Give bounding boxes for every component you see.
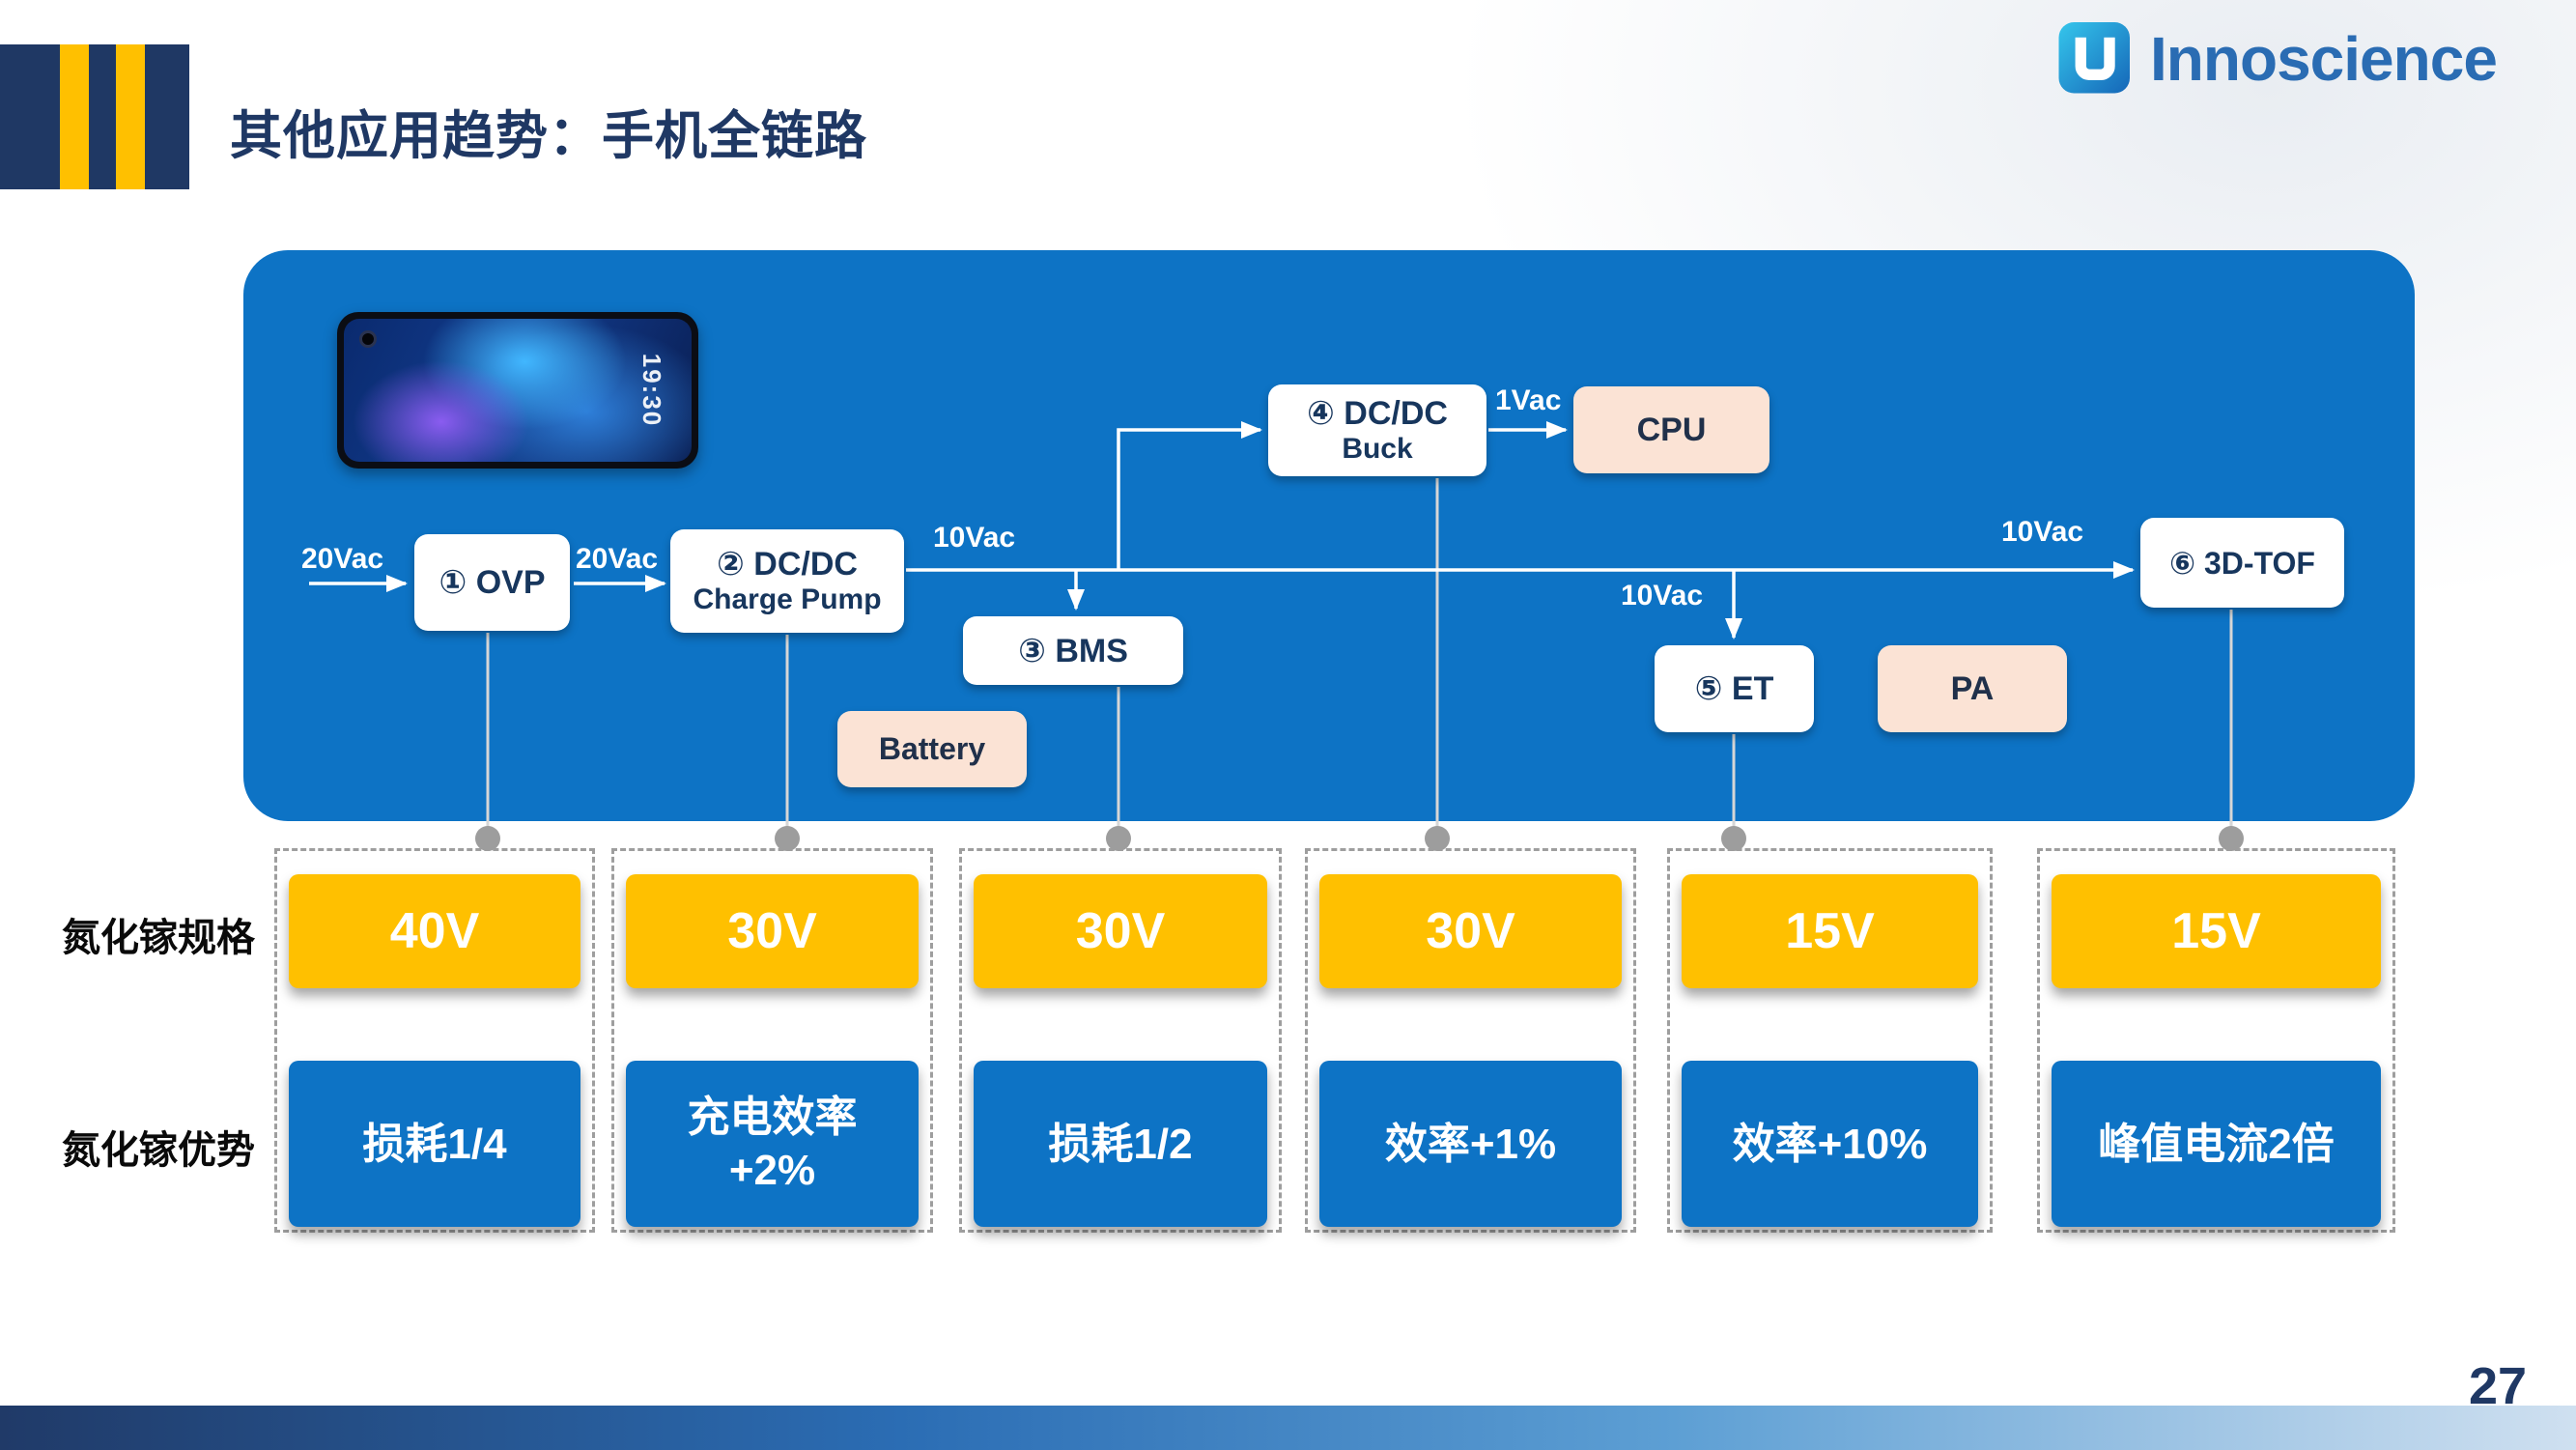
- spec-box: 30V: [1319, 874, 1622, 988]
- spec-value: 40V: [389, 903, 480, 959]
- adv-box: 效率+10%: [1682, 1061, 1978, 1227]
- ovp-node: ① OVP: [414, 534, 570, 631]
- phone-clock: 19:30: [637, 353, 666, 428]
- adv-box: 充电效率 +2%: [626, 1061, 919, 1227]
- adv-box: 峰值电流2倍: [2052, 1061, 2381, 1227]
- adv-value: 损耗1/2: [1048, 1120, 1193, 1168]
- et-label: ⑤ ET: [1694, 670, 1774, 707]
- spec-box: 15V: [2052, 874, 2381, 988]
- spec-value: 15V: [1785, 903, 1875, 959]
- adv-value: 效率+1%: [1384, 1120, 1557, 1168]
- gan-column-4: 30V 效率+1%: [1305, 848, 1636, 1233]
- spec-box: 40V: [289, 874, 580, 988]
- phone-screen: 19:30: [344, 319, 692, 462]
- logo-text: Innoscience: [2150, 23, 2498, 94]
- adv-value: 损耗1/4: [362, 1120, 507, 1168]
- spec-box: 30V: [974, 874, 1267, 988]
- flow-label-after-buck: 1Vac: [1495, 384, 1562, 416]
- adv-box: 效率+1%: [1319, 1061, 1622, 1227]
- buck-label-line1: ④ DC/DC: [1307, 394, 1448, 432]
- gan-column-3: 30V 损耗1/2: [959, 848, 1282, 1233]
- buck-label-line2: Buck: [1342, 432, 1413, 465]
- adv-box: 损耗1/2: [974, 1061, 1267, 1227]
- gan-column-6: 15V 峰值电流2倍: [2037, 848, 2395, 1233]
- bms-node: ③ BMS: [963, 616, 1183, 685]
- spec-box: 30V: [626, 874, 919, 988]
- adv-value: 峰值电流2倍: [2098, 1120, 2335, 1168]
- cpu-node: CPU: [1573, 386, 1769, 473]
- spec-value: 30V: [1075, 903, 1166, 959]
- phone-camera-icon: [359, 330, 377, 348]
- flow-label-after-ovp: 20Vac: [576, 543, 659, 575]
- flow-label-after-charge-pump: 10Vac: [933, 522, 1016, 554]
- spec-box: 15V: [1682, 874, 1978, 988]
- gan-column-1: 40V 损耗1/4: [274, 848, 595, 1233]
- cpu-label: CPU: [1636, 411, 1707, 448]
- gan-column-5: 15V 效率+10%: [1667, 848, 1993, 1233]
- adv-box: 损耗1/4: [289, 1061, 580, 1227]
- corner-stripe: [116, 44, 145, 189]
- phone-image: 19:30: [337, 312, 698, 469]
- tof-node: ⑥ 3D-TOF: [2140, 518, 2344, 608]
- spec-value: 30V: [1426, 903, 1515, 959]
- charge-pump-label-line2: Charge Pump: [693, 583, 882, 615]
- adv-value: 充电效率 +2%: [687, 1094, 858, 1194]
- tof-label: ⑥ 3D-TOF: [2169, 545, 2315, 581]
- corner-accent-block: [0, 44, 189, 189]
- row-label-gan-advantage: 氮化镓优势: [62, 1129, 255, 1172]
- row-label-gan-spec: 氮化镓规格: [62, 917, 255, 959]
- innoscience-logo: Innoscience: [2055, 15, 2498, 101]
- spec-value: 30V: [727, 903, 817, 959]
- adv-value: 效率+10%: [1732, 1120, 1928, 1168]
- pa-label: PA: [1950, 669, 1995, 707]
- flow-label-to-et: 10Vac: [1621, 580, 1704, 611]
- spec-value: 15V: [2171, 903, 2261, 959]
- bottom-accent-bar: [0, 1406, 2576, 1450]
- buck-node: ④ DC/DC Buck: [1268, 384, 1486, 476]
- gan-column-2: 30V 充电效率 +2%: [611, 848, 933, 1233]
- bms-label: ③ BMS: [1018, 632, 1128, 669]
- innoscience-logo-icon: [2055, 15, 2137, 101]
- flow-label-to-tof: 10Vac: [2001, 516, 2084, 548]
- et-node: ⑤ ET: [1655, 645, 1814, 732]
- corner-stripe: [60, 44, 89, 189]
- charge-pump-label-line1: ② DC/DC: [717, 545, 858, 583]
- charge-pump-node: ② DC/DC Charge Pump: [670, 529, 904, 633]
- battery-label: Battery: [878, 731, 986, 766]
- pa-node: PA: [1878, 645, 2067, 732]
- battery-node: Battery: [837, 711, 1027, 787]
- flow-label-input: 20Vac: [301, 543, 384, 575]
- ovp-label: ① OVP: [439, 564, 546, 601]
- page-title: 其他应用趋势：手机全链路: [230, 107, 867, 165]
